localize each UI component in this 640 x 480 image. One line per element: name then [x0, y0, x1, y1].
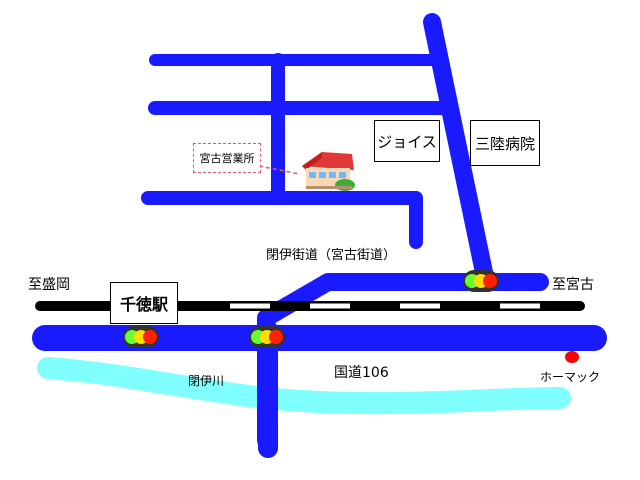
- kaido-label: 閉伊街道（宮古街道）: [266, 248, 397, 263]
- town-roads: [141, 13, 495, 291]
- station-label: 千徳駅: [110, 282, 178, 324]
- to-miyako-label: 至宮古: [552, 277, 594, 293]
- traffic-light-icon: [463, 270, 499, 292]
- hospital-label: 三陸病院: [470, 120, 540, 166]
- route-106-label: 国道106: [334, 365, 389, 381]
- homac-label: ホーマック: [540, 370, 601, 384]
- traffic-light-icon: [123, 326, 159, 348]
- office-label: 宮古営業所: [193, 143, 261, 173]
- river-heii: [37, 357, 571, 415]
- traffic-light-icon: [249, 326, 285, 348]
- river-label: 閉伊川: [188, 374, 225, 388]
- joyce-label: ジョイス: [374, 120, 440, 162]
- to-morioka-label: 至盛岡: [28, 277, 70, 293]
- house-icon: [302, 152, 355, 191]
- homac-marker: [565, 351, 579, 363]
